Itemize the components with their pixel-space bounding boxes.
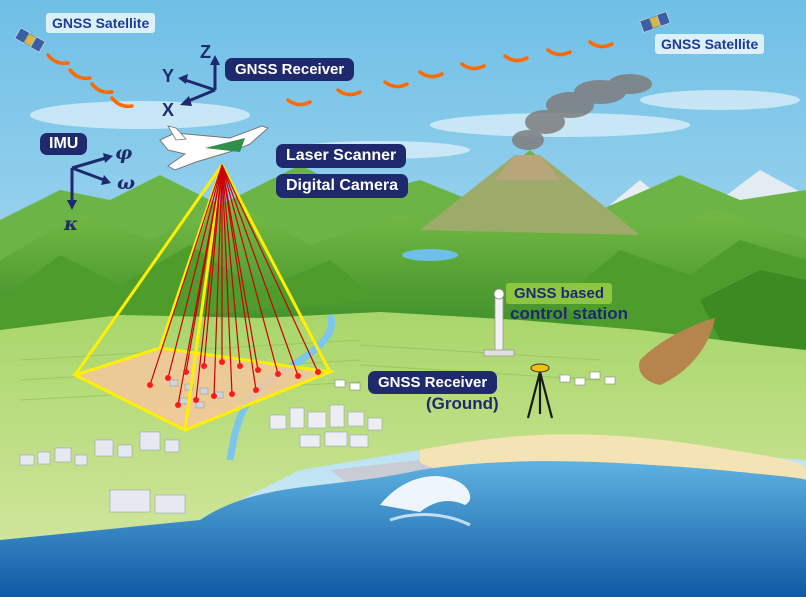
village bbox=[334, 371, 616, 391]
laser-scanner-label: Laser Scanner bbox=[276, 144, 407, 168]
axis-y-label: Y bbox=[162, 66, 175, 86]
gnss-based-label: GNSS based bbox=[506, 283, 613, 304]
satellite-icon bbox=[14, 27, 46, 53]
airplane-icon bbox=[159, 125, 269, 171]
laser-points bbox=[147, 359, 321, 408]
gnss-signals bbox=[46, 40, 614, 109]
imu-kappa-label: κ bbox=[64, 213, 79, 235]
volcano-icon bbox=[420, 74, 652, 235]
landslide bbox=[639, 318, 715, 385]
axis-z-label: Z bbox=[200, 42, 211, 62]
imu-phi-label: φ bbox=[115, 142, 133, 164]
tower-icon bbox=[483, 288, 515, 357]
tripod-receiver-icon bbox=[526, 363, 554, 419]
laser-beams bbox=[149, 164, 319, 406]
satellite-icon bbox=[639, 11, 671, 33]
xyz-axes bbox=[178, 55, 220, 106]
imu-omega-label: ω bbox=[117, 172, 136, 194]
imu-axes bbox=[67, 153, 113, 210]
sea bbox=[0, 461, 806, 597]
gnss-receiver-air-label: GNSS Receiver bbox=[225, 58, 355, 81]
gnss-satellite-label-left: GNSS Satellite bbox=[46, 13, 156, 33]
lake bbox=[402, 249, 458, 261]
axis-x-label: X bbox=[162, 100, 175, 120]
town-left bbox=[19, 431, 186, 514]
harbour bbox=[330, 460, 440, 485]
wave bbox=[380, 476, 471, 527]
imu-label: IMU bbox=[40, 133, 88, 155]
gnss-receiver-ground-label: GNSS Receiver bbox=[368, 371, 498, 394]
ground-label: (Ground) bbox=[426, 394, 499, 413]
beach bbox=[420, 434, 806, 480]
town-center bbox=[269, 404, 383, 448]
control-station-label: control station bbox=[510, 304, 629, 323]
gnss-satellite-label-right: GNSS Satellite bbox=[655, 34, 765, 54]
footprint-buildings bbox=[169, 379, 224, 409]
digital-camera-label: Digital Camera bbox=[276, 174, 409, 198]
